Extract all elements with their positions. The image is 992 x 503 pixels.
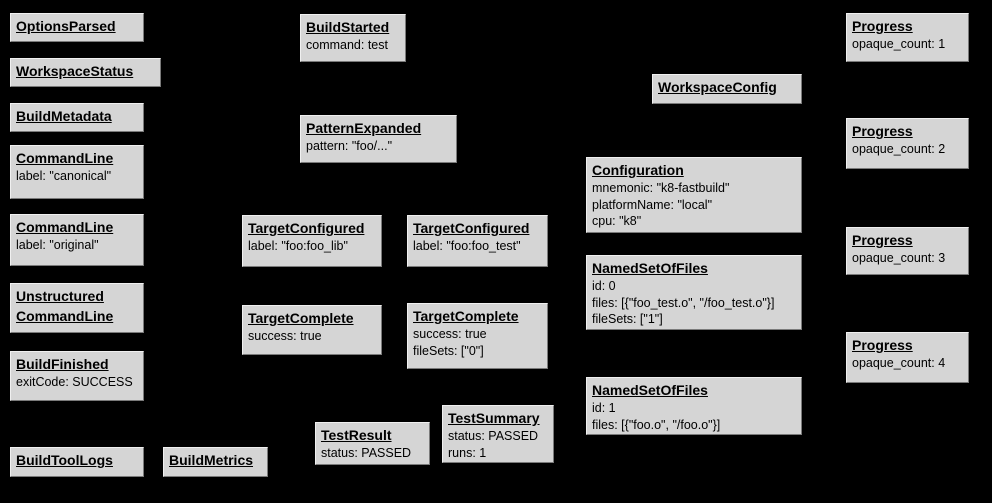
node-title: TargetComplete xyxy=(248,310,354,326)
event-node-workspace-config: WorkspaceConfig xyxy=(652,74,802,104)
event-node-build-tool-logs: BuildToolLogs xyxy=(10,447,144,477)
node-title: BuildMetadata xyxy=(16,108,112,124)
node-detail: cpu: "k8" xyxy=(592,214,642,228)
event-node-test-summary: TestSummary status: PASSED runs: 1 xyxy=(442,405,554,463)
node-title: TargetComplete xyxy=(413,308,519,324)
node-title: Progress xyxy=(852,18,913,34)
node-detail: files: [{"foo_test.o", "/foo_test.o"}] xyxy=(592,295,775,310)
node-detail: success: true xyxy=(248,329,322,343)
node-title: CommandLine xyxy=(16,150,114,166)
node-detail: label: "canonical" xyxy=(16,169,112,183)
node-title: TestResult xyxy=(321,427,392,443)
event-node-build-finished: BuildFinished exitCode: SUCCESS xyxy=(10,351,144,401)
node-detail: status: PASSED xyxy=(448,429,539,443)
node-detail: label: "original" xyxy=(16,238,99,252)
node-detail: opaque_count: 3 xyxy=(852,251,946,265)
event-node-target-complete-foo-lib: TargetComplete success: true xyxy=(242,305,382,355)
event-node-build-metrics: BuildMetrics xyxy=(163,447,268,477)
node-title: WorkspaceStatus xyxy=(16,63,134,79)
node-title: NamedSetOfFiles xyxy=(592,382,708,398)
event-node-configuration: Configuration mnemonic: "k8-fastbuild" pla… xyxy=(586,157,802,233)
event-node-build-started: BuildStarted command: test xyxy=(300,14,406,62)
event-node-progress-2: Progress opaque_count: 2 xyxy=(846,118,969,169)
node-title: TestSummary xyxy=(448,410,540,426)
event-node-command-line-original: CommandLine label: "original" xyxy=(10,214,144,266)
node-detail: files: [{"foo.o", "/foo.o"}] xyxy=(592,417,721,432)
event-node-build-metadata: BuildMetadata xyxy=(10,103,144,132)
event-node-target-configured-foo-lib: TargetConfigured label: "foo:foo_lib" xyxy=(242,215,382,267)
node-title: Progress xyxy=(852,232,913,248)
node-detail: opaque_count: 4 xyxy=(852,356,946,370)
node-detail: runs: 1 xyxy=(448,445,487,460)
node-title: NamedSetOfFiles xyxy=(592,260,708,276)
event-node-options-parsed: OptionsParsed xyxy=(10,13,144,42)
event-node-named-set-of-files-0: NamedSetOfFiles id: 0 files: [{"foo_test.o… xyxy=(586,255,802,330)
node-title: BuildFinished xyxy=(16,356,109,372)
node-title: Unstructured CommandLine xyxy=(16,288,114,324)
node-title: WorkspaceConfig xyxy=(658,79,777,95)
node-detail: success: true xyxy=(413,327,487,341)
node-detail: status: PASSED xyxy=(321,446,412,460)
event-node-workspace-status: WorkspaceStatus xyxy=(10,58,161,87)
node-detail: mnemonic: "k8-fastbuild" xyxy=(592,181,730,195)
node-detail: opaque_count: 1 xyxy=(852,37,946,51)
node-title: PatternExpanded xyxy=(306,120,422,136)
node-detail: id: 1 xyxy=(592,401,616,415)
event-node-target-configured-foo-test: TargetConfigured label: "foo:foo_test" xyxy=(407,215,548,267)
node-title: OptionsParsed xyxy=(16,18,116,34)
event-node-command-line-canonical: CommandLine label: "canonical" xyxy=(10,145,144,199)
event-node-progress-1: Progress opaque_count: 1 xyxy=(846,13,969,62)
event-node-progress-3: Progress opaque_count: 3 xyxy=(846,227,969,275)
node-detail: fileSets: ["1"] xyxy=(592,312,663,326)
node-title: BuildMetrics xyxy=(169,452,254,468)
node-detail: label: "foo:foo_test" xyxy=(413,239,521,253)
event-node-test-result: TestResult status: PASSED xyxy=(315,422,430,465)
event-node-progress-4: Progress opaque_count: 4 xyxy=(846,332,969,383)
node-title: CommandLine xyxy=(16,219,114,235)
node-detail: exitCode: SUCCESS xyxy=(16,375,133,389)
node-detail: opaque_count: 2 xyxy=(852,142,946,156)
node-title: BuildStarted xyxy=(306,19,390,35)
node-detail: id: 0 xyxy=(592,279,616,293)
node-title: BuildToolLogs xyxy=(16,452,113,468)
node-detail: pattern: "foo/..." xyxy=(306,139,393,153)
event-node-unstructured-command-line: Unstructured CommandLine xyxy=(10,283,144,333)
event-node-named-set-of-files-1: NamedSetOfFiles id: 1 files: [{"foo.o", "/… xyxy=(586,377,802,435)
node-detail: fileSets: ["0"] xyxy=(413,343,484,358)
node-title: Configuration xyxy=(592,162,684,178)
node-title: TargetConfigured xyxy=(413,220,530,236)
node-detail: label: "foo:foo_lib" xyxy=(248,239,348,253)
event-node-pattern-expanded: PatternExpanded pattern: "foo/..." xyxy=(300,115,457,163)
node-title: Progress xyxy=(852,337,913,353)
node-title: Progress xyxy=(852,123,913,139)
event-node-target-complete-foo-test: TargetComplete success: true fileSets: ["0… xyxy=(407,303,548,369)
node-title: TargetConfigured xyxy=(248,220,365,236)
node-detail: platformName: "local" xyxy=(592,197,713,212)
node-detail: command: test xyxy=(306,38,388,52)
